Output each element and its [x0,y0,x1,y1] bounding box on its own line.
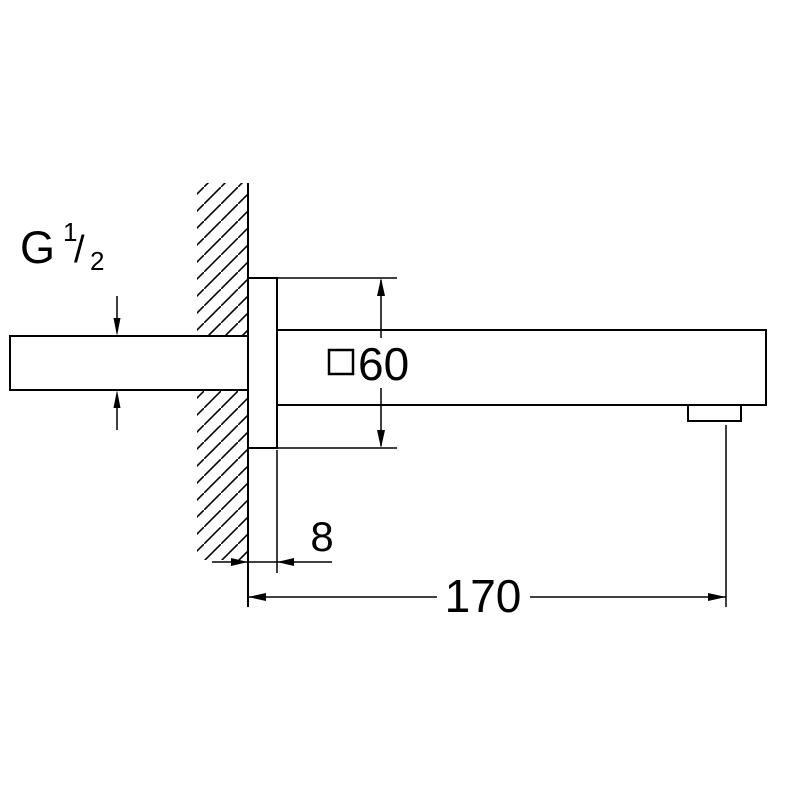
thread-size-slash: / [74,229,85,271]
length-arrow-right [708,593,726,601]
aerator [687,404,742,422]
wall-flange [247,277,278,449]
inlet-pipe [9,335,249,391]
plate-dimension-arrow-top [377,278,385,296]
length-arrow-left [248,593,266,601]
plate-size-label: 60 [358,338,409,390]
square-icon [327,348,355,376]
offset-arrow-left [231,558,248,566]
thread-size-numerator: 1 [63,217,77,247]
thread-arrow-top [113,318,121,336]
spout-body [276,329,767,406]
thread-size-denominator: 2 [90,246,104,276]
length-dimension-label: 170 [445,570,522,622]
thread-size-letter: G [20,222,55,273]
offset-arrow-right [277,558,294,566]
plate-dimension-arrow-bottom [377,430,385,448]
offset-dimension-label: 8 [310,513,333,560]
thread-arrow-bottom [113,390,121,408]
